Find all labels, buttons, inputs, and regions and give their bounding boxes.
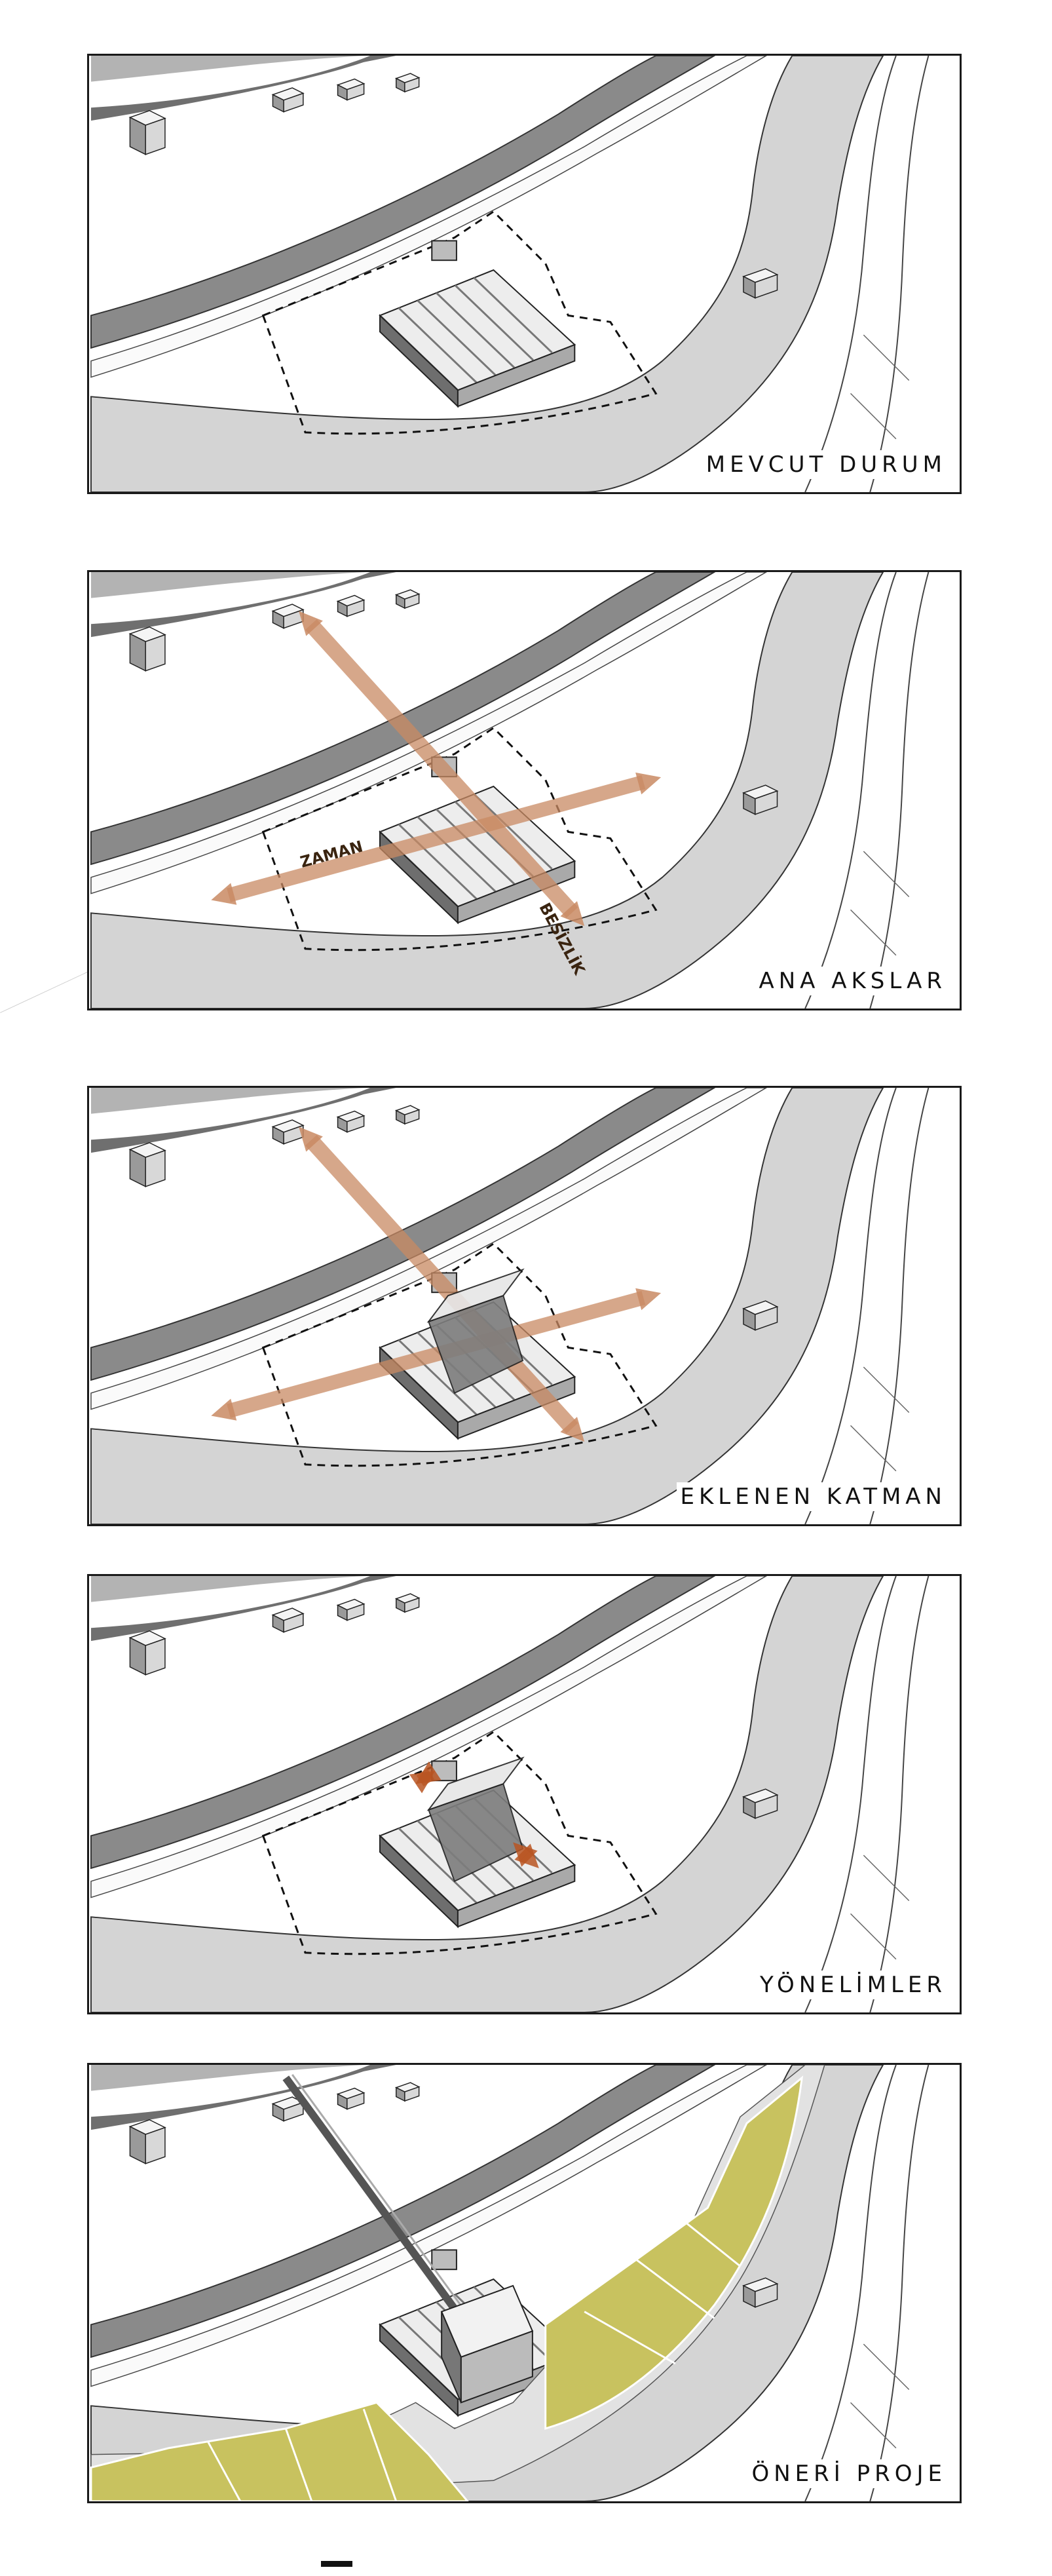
site-map-proposal	[90, 2065, 930, 2501]
bank-hatch	[850, 851, 910, 956]
building-icon	[742, 2277, 779, 2308]
right-bank-line	[804, 1576, 897, 2012]
building-icon	[394, 1105, 421, 1125]
axis-arrow-horizontal	[211, 1288, 662, 1421]
upper-road	[90, 572, 455, 598]
upper-road	[90, 56, 455, 82]
building-icon	[394, 1593, 421, 1613]
axis-arrow-horizontal	[211, 772, 662, 905]
panel-eklenen-katman: EKLENEN KATMAN	[87, 1086, 962, 1526]
bank-hatch	[850, 334, 910, 440]
base-map	[90, 1576, 930, 2012]
service-road	[90, 1088, 768, 1410]
direction-arrow-up	[409, 1761, 441, 1794]
right-bank-line	[804, 2065, 897, 2501]
bridge-structure	[282, 2073, 478, 2334]
main-road	[90, 56, 716, 349]
panel-caption: MEVCUT DURUM	[702, 450, 950, 479]
axis-arrow-diagonal	[299, 1126, 585, 1442]
building-icon	[336, 1110, 366, 1133]
base-map	[90, 1088, 930, 1524]
axis-arrows	[211, 1126, 662, 1442]
bank-hatch	[850, 1366, 910, 1472]
green-area-east	[544, 2075, 804, 2430]
upper-road-edge	[90, 56, 396, 121]
existing-building	[379, 240, 576, 408]
panel-caption: ÖNERİ PROJE	[747, 2459, 950, 2488]
right-bank-line	[804, 56, 897, 492]
panel-mevcut-durum: MEVCUT DURUM	[87, 54, 962, 494]
building-icon	[394, 2082, 421, 2102]
service-road	[90, 56, 768, 378]
river	[90, 1576, 884, 2012]
main-road	[90, 1576, 716, 1870]
path-network	[207, 2213, 741, 2501]
building-icon	[394, 589, 421, 609]
base-map	[90, 56, 930, 492]
building-icon	[336, 78, 366, 101]
building-icon	[271, 1119, 305, 1145]
site-boundary	[261, 1242, 658, 1467]
site-map-layer	[90, 1088, 930, 1524]
bank-hatch	[850, 1855, 910, 1960]
service-road	[90, 572, 768, 894]
building-icon	[271, 87, 305, 113]
service-road	[90, 2065, 768, 2387]
upper-road	[90, 1576, 455, 1602]
building-icon	[742, 784, 779, 815]
upper-road	[90, 2065, 455, 2091]
proposal-tower	[440, 2284, 534, 2404]
building-icon	[336, 1598, 366, 1621]
building-icon	[394, 73, 421, 93]
building-icon	[742, 1300, 779, 1331]
site-boundary	[261, 210, 658, 435]
panel-caption: ANA AKSLAR	[755, 967, 950, 995]
panel-oneri-proje: ÖNERİ PROJE	[87, 2063, 962, 2503]
building-icon	[271, 604, 305, 629]
building-icon	[742, 1788, 779, 1819]
site-boundary	[261, 1730, 658, 1955]
site-map-directions	[90, 1576, 930, 2012]
upper-road	[90, 1088, 455, 1114]
upper-road-edge	[90, 572, 396, 638]
building-icon	[336, 594, 366, 617]
upper-road-edge	[90, 1576, 396, 1642]
service-road	[90, 1576, 768, 1898]
axis-arrows	[211, 611, 662, 927]
base-map	[90, 572, 930, 1009]
upper-road-edge	[90, 2065, 396, 2130]
building-icon	[128, 1142, 166, 1187]
bank-hatch	[850, 2343, 910, 2449]
building-icon	[128, 1630, 166, 1676]
river	[90, 1088, 884, 1524]
building-icon	[742, 268, 779, 299]
building-icon	[128, 109, 166, 155]
scale-mark	[321, 2561, 352, 2567]
proposal-landscape	[90, 2065, 825, 2501]
panel-yonelimler: YÖNELİMLER	[87, 1574, 962, 2014]
panel-caption: YÖNELİMLER	[756, 1970, 950, 1999]
main-road	[90, 2065, 716, 2358]
site-boundary	[261, 726, 658, 952]
axis-arrow-diagonal	[299, 611, 585, 927]
right-bank-line	[804, 572, 897, 1009]
site-map-existing	[90, 56, 930, 492]
panel-caption: EKLENEN KATMAN	[676, 1482, 950, 1511]
building-icon	[128, 2119, 166, 2164]
building-icon	[271, 2096, 305, 2122]
river	[90, 56, 884, 492]
building-icon	[336, 2087, 366, 2110]
added-layer	[426, 1756, 525, 1883]
green-area-west	[90, 2401, 469, 2501]
river	[90, 572, 884, 1009]
building-icon	[271, 1607, 305, 1633]
building-icon	[128, 626, 166, 672]
right-bank-line	[804, 1088, 897, 1524]
direction-arrow-down	[513, 1842, 539, 1868]
added-layer	[426, 1268, 525, 1394]
direction-arrows	[409, 1761, 539, 1868]
upper-road-edge	[90, 1088, 396, 1153]
